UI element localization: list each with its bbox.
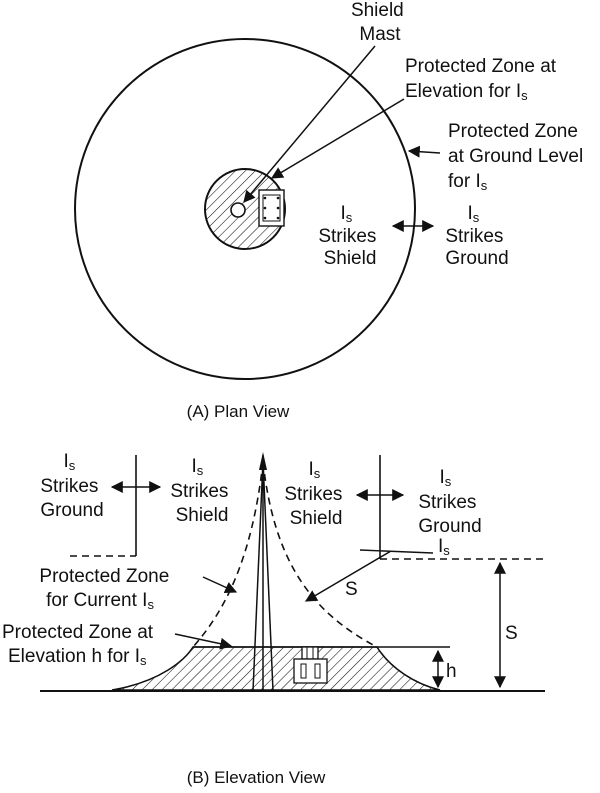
right-strikes-shield-label: Is Strikes Shield (284, 459, 347, 529)
left-dashed-zone-curve (192, 461, 264, 648)
shield-mast-label: Shield Mast (351, 0, 409, 45)
equipment-plan-icon (258, 189, 285, 227)
shield-mast (252, 452, 274, 692)
elevation-view-caption: (B) Elevation View (187, 768, 326, 787)
h-dimension-label: h (446, 661, 457, 682)
shield-mast-circle (230, 202, 246, 218)
s-curve-label: S (345, 579, 358, 600)
elevation-zone-label: Protected Zone at Elevation for Is (405, 56, 561, 103)
protected-zone-hatched-region (111, 646, 441, 691)
left-strikes-shield-label: Is Strikes Shield (170, 456, 233, 526)
ground-level-protected-zone-circle (74, 38, 416, 380)
equipment-elevation-icon (293, 646, 328, 684)
left-strikes-ground-label: Is Strikes Ground (40, 451, 103, 521)
plan-view-caption: (A) Plan View (187, 402, 290, 421)
elevation-zone-arrow (270, 98, 405, 179)
plan-strikes-ground-label: Is Strikes Ground (445, 203, 508, 269)
protected-zone-elevation-h-label: Protected Zone at Elevation h for Is (2, 622, 158, 668)
is-boundary-label: Is (438, 536, 450, 558)
s-dimension-label: S (505, 623, 518, 644)
protected-zone-current-arrow (202, 576, 238, 593)
ground-zone-arrow (407, 145, 441, 158)
ground-zone-label: Protected Zone at Ground Level for Is (448, 121, 588, 193)
protected-zone-current-label: Protected Zone for Current Is (39, 566, 174, 612)
elevation-view: Is Strikes Ground Is Strikes Shield Is S… (2, 451, 545, 787)
right-dashed-zone-curve (262, 461, 378, 648)
shield-mast-arrow (243, 45, 376, 203)
s-radius-leader (359, 549, 434, 554)
plan-strikes-shield-label: Is Strikes Shield (318, 203, 381, 269)
protected-zone-elevation-arrow (174, 633, 233, 650)
plan-view: Shield Mast Protected Zone at Elevation … (74, 0, 588, 421)
s-radius-arrow (304, 550, 392, 602)
right-strikes-ground-label: Is Strikes Ground (418, 467, 481, 537)
